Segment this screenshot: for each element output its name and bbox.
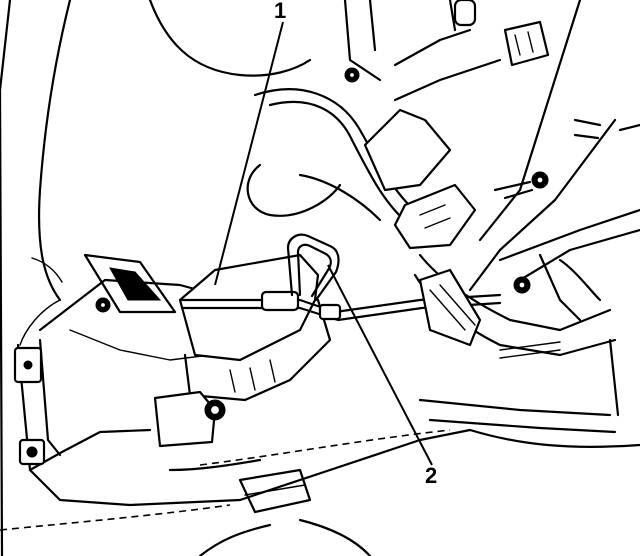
leader-line-2 [327, 264, 433, 466]
console-housing [13, 253, 472, 507]
callout-label-1: 1 [274, 0, 287, 23]
callout-label-2: 2 [425, 463, 438, 488]
right-frame [343, 0, 640, 434]
shifter-bracket [153, 253, 332, 448]
wiring-harness [246, 0, 617, 359]
left-panel [0, 0, 312, 556]
floor-area [0, 428, 640, 556]
leader-line-1 [214, 21, 284, 286]
